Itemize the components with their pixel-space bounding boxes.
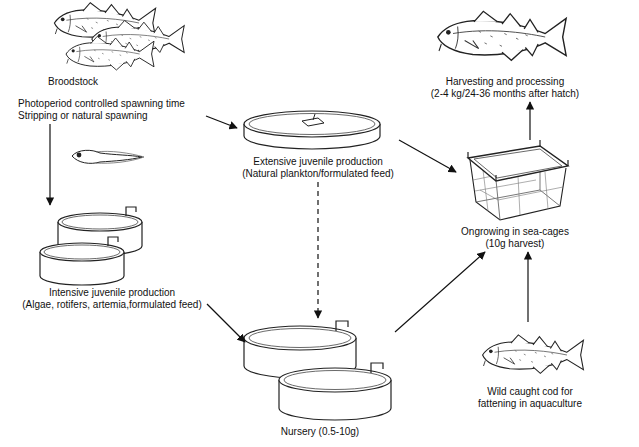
stage-detail: (Natural plankton/formulated feed) [242, 168, 394, 180]
flow-arrow [206, 116, 237, 128]
stage-node: Ongrowing in sea-cages(10g harvest) [456, 140, 574, 252]
flow-arrow [49, 124, 50, 205]
flow-arrow [527, 252, 528, 322]
flow-arrow [395, 252, 485, 332]
stage-detail: (2-4 kg/24-36 months after hatch) [431, 88, 579, 100]
stage-detail: (Algae, rotifers, artemia,formulated fee… [22, 299, 202, 311]
stage-caption: Wild caught cod for fattening in aquacul… [468, 386, 592, 410]
stage-node: Nursery (0.5-10g) [245, 318, 395, 440]
stage-node: BroodstockPhotoperiod controlled spawnin… [14, 2, 206, 124]
stage-caption: Harvesting and processing [446, 76, 564, 88]
stage-node: Intensive juvenile production(Algae, rot… [17, 205, 207, 313]
stage-node: Harvesting and processing(2-4 kg/24-36 m… [426, 2, 585, 102]
stage-detail: Photoperiod controlled spawning time Str… [18, 98, 200, 122]
stage-caption: Ongrowing in sea-cages [461, 226, 569, 238]
flow-arrow [529, 102, 530, 140]
flow-arrow [317, 182, 318, 318]
stage-detail: (10g harvest) [486, 238, 545, 250]
stage-caption: Nursery (0.5-10g) [281, 426, 359, 438]
flow-arrow [207, 304, 245, 342]
stage-node: Extensive juvenile production(Natural pl… [237, 112, 399, 182]
stage-node: Wild caught cod for fattening in aquacul… [463, 322, 597, 412]
stage-caption: Broodstock [48, 76, 98, 88]
stage-caption: Intensive juvenile production [49, 287, 175, 299]
flow-arrow [399, 140, 456, 172]
stage-caption: Extensive juvenile production [253, 156, 383, 168]
